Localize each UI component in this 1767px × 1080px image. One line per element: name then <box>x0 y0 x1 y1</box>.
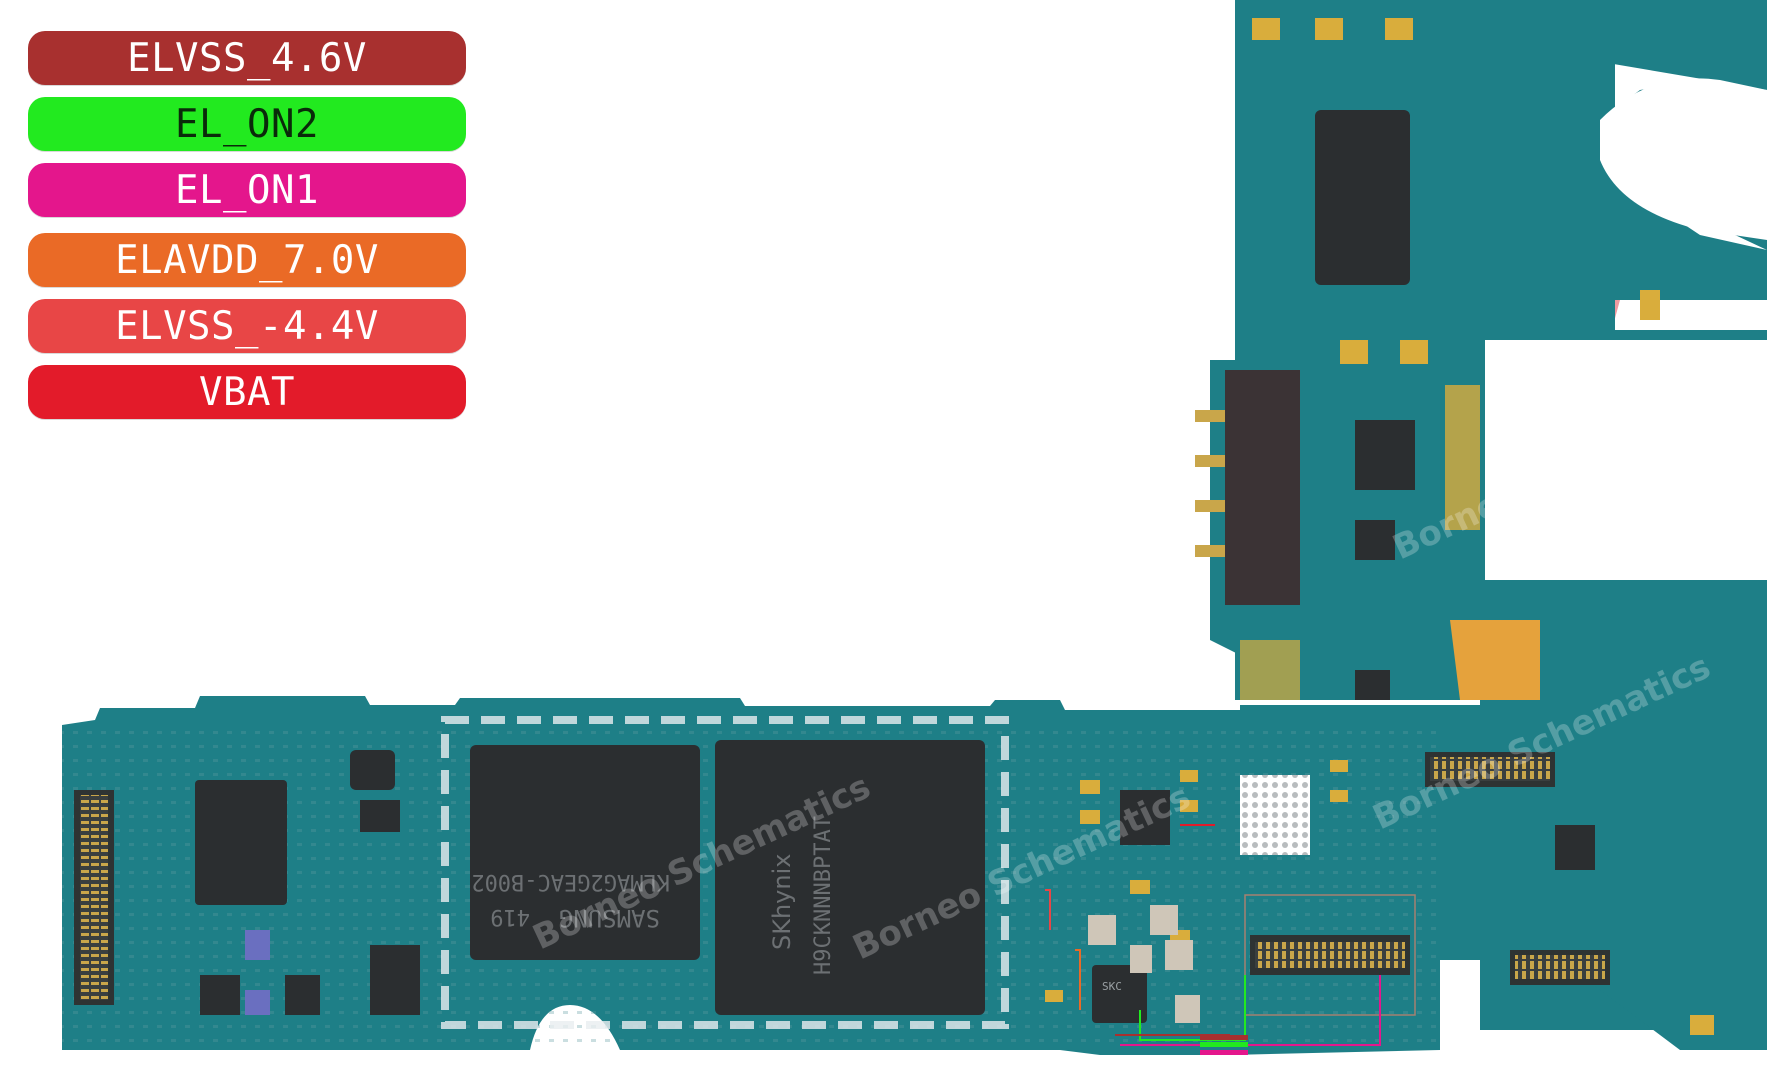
battery-connector <box>1225 370 1300 605</box>
pmic-small-chip <box>1120 790 1170 845</box>
upper-passives <box>1252 18 1714 1035</box>
emmc-code: KLMAG2GEAC-B002 <box>471 869 670 894</box>
emmc-date: 419 <box>490 904 530 929</box>
legend-elavdd-7-0v: ELAVDD_7.0V <box>28 233 466 287</box>
signal-legend: ELVSS_4.6V EL_ON2 EL_ON1 ELAVDD_7.0V ELV… <box>28 31 466 431</box>
legend-vbat: VBAT <box>28 365 466 419</box>
legend-elvss-4-6v: ELVSS_4.6V <box>28 31 466 85</box>
inductor <box>350 750 395 790</box>
emmc-chip <box>470 745 700 960</box>
ram-brand: SKhynix <box>768 854 796 950</box>
bga-footprint <box>1240 775 1310 855</box>
capacitors <box>1088 905 1200 1023</box>
test-points <box>1200 1035 1248 1055</box>
upper-ic <box>1315 110 1410 285</box>
ap-ram-chip <box>715 740 985 1015</box>
pmic-chip <box>1092 965 1147 1023</box>
legend-elvss-minus-4-4v: ELVSS_-4.4V <box>28 299 466 353</box>
emmc-marking: SAMSUNG <box>559 904 660 932</box>
legend-el-on2: EL_ON2 <box>28 97 466 151</box>
legend-el-on1: EL_ON1 <box>28 163 466 217</box>
ram-code: H9CKNNNBPTAT <box>811 816 836 975</box>
rf-transceiver-chip <box>195 780 287 905</box>
pmic-marking: SKC <box>1102 980 1122 993</box>
passive-components <box>1045 760 1348 1002</box>
